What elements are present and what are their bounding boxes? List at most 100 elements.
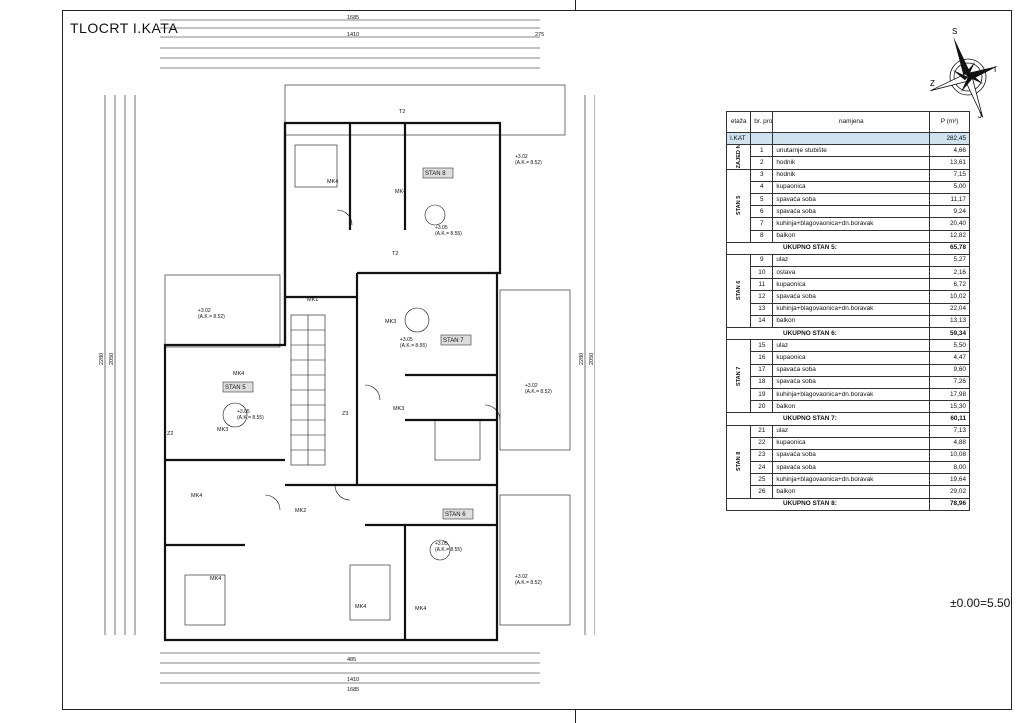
door-tag: T2 bbox=[392, 251, 398, 257]
compass-j: J bbox=[978, 111, 982, 120]
door-tag: MK4 bbox=[415, 606, 426, 612]
room-name: ulaz bbox=[772, 424, 931, 438]
level-mark-ak: (A.K.= 8.52) bbox=[525, 389, 552, 395]
room-name: kuhinja+blagovaonica+dn.boravak bbox=[772, 302, 931, 316]
group-name: STAN 5 bbox=[726, 169, 751, 243]
room-number: 14 bbox=[750, 314, 774, 329]
room-area: 13,13 bbox=[929, 314, 970, 329]
room-number: 5 bbox=[750, 192, 774, 207]
level-mark-ak: (A.K.= 8.52) bbox=[515, 580, 542, 586]
room-name: spavaća soba bbox=[772, 375, 931, 389]
room-name: unutarnje stubište bbox=[772, 144, 931, 158]
level-mark: +3.05 bbox=[435, 225, 448, 231]
room-number: 23 bbox=[750, 448, 774, 463]
room-area: 7,26 bbox=[929, 375, 970, 389]
dim-overall-top: 1685 bbox=[347, 15, 359, 21]
dim-inner-right: 2050 bbox=[589, 353, 595, 365]
room-area: 2,16 bbox=[929, 266, 970, 280]
room-name: balkon bbox=[772, 229, 931, 243]
room-area: 5,50 bbox=[929, 339, 970, 353]
room-area: 4,66 bbox=[929, 144, 970, 158]
drawing-frame bbox=[62, 10, 1012, 710]
dim-top-275: 275 bbox=[535, 32, 544, 38]
header-namjena: namjena bbox=[772, 111, 931, 133]
total-label: UKUPNO STAN 7: bbox=[725, 412, 931, 426]
total-row: UKUPNO STAN 5:65,78 bbox=[725, 241, 970, 255]
room-area: 5,00 bbox=[929, 180, 970, 194]
room-number: 17 bbox=[750, 363, 774, 377]
room-number: 13 bbox=[750, 302, 774, 316]
room-name: ostava bbox=[772, 266, 931, 280]
door-tag: MK4 bbox=[395, 189, 406, 195]
total-area: 78,96 bbox=[929, 497, 970, 511]
room-area: 9,24 bbox=[929, 205, 970, 219]
room-name: kuhinja+blagovaonica+dn.boravak bbox=[772, 473, 931, 487]
total-row: UKUPNO STAN 7:60,11 bbox=[725, 412, 970, 426]
room-area: 22,04 bbox=[929, 302, 970, 316]
room-number: 20 bbox=[750, 400, 774, 414]
floor-name: I.KAT bbox=[725, 131, 752, 146]
header-area: P (m²) bbox=[929, 111, 970, 133]
room-name: balkon bbox=[772, 485, 931, 499]
total-label: UKUPNO STAN 8: bbox=[725, 497, 931, 511]
room-name: kupaonica bbox=[772, 180, 931, 194]
level-mark: +3.05 bbox=[400, 337, 413, 343]
room-name: spavaća soba bbox=[772, 205, 931, 219]
room-name: ulaz bbox=[772, 253, 931, 268]
dim-overall-left: 2280 bbox=[99, 353, 105, 365]
header-etaza: etaža bbox=[725, 111, 752, 133]
level-mark-ak: (A.K.= 8.55) bbox=[435, 231, 462, 237]
level-mark: +3.02 bbox=[525, 383, 538, 389]
room-number: 15 bbox=[750, 339, 774, 353]
level-mark-ak: (A.K.= 8.55) bbox=[400, 343, 427, 349]
door-tag: T2 bbox=[399, 109, 405, 115]
compass-i: I bbox=[994, 65, 996, 74]
room-area-table: etaža br. prostorije namjena P (m²) I.KA… bbox=[725, 111, 970, 511]
header-br-prostorije: br. prostorije bbox=[750, 111, 774, 133]
room-area: 12,82 bbox=[929, 229, 970, 243]
room-area: 19,64 bbox=[929, 473, 970, 487]
door-tag: MK3 bbox=[385, 319, 396, 325]
door-tag: Z2 bbox=[167, 431, 173, 437]
elevation-note: ±0.00=5.50 bbox=[950, 596, 1011, 610]
room-number: 9 bbox=[750, 253, 774, 268]
room-area: 29,02 bbox=[929, 485, 970, 499]
room-number: 26 bbox=[750, 485, 774, 499]
table-cell bbox=[750, 131, 774, 146]
door-tag: MK2 bbox=[295, 508, 306, 514]
room-number: 16 bbox=[750, 351, 774, 365]
room-area: 20,40 bbox=[929, 217, 970, 231]
room-area: 10,08 bbox=[929, 448, 970, 463]
door-tag: MK3 bbox=[217, 427, 228, 433]
room-number: 19 bbox=[750, 387, 774, 402]
frame-divider bbox=[575, 0, 576, 10]
room-number: 21 bbox=[750, 424, 774, 438]
level-mark-ak: (A.K.= 8.55) bbox=[237, 415, 264, 421]
door-tag: MK4 bbox=[210, 576, 221, 582]
frame-divider bbox=[575, 710, 576, 723]
floor-plan: 1685 1410 275 485 1410 1685 2280 2050 22… bbox=[99, 15, 595, 693]
room-name: spavaća soba bbox=[772, 461, 931, 475]
room-name: kupaonica bbox=[772, 436, 931, 450]
apartment-label-stan5: STAN 5 bbox=[225, 385, 246, 391]
room-number: 25 bbox=[750, 473, 774, 487]
room-number: 4 bbox=[750, 180, 774, 194]
room-area: 6,72 bbox=[929, 278, 970, 292]
room-name: kuhinja+blagovaonica+dn.boravak bbox=[772, 217, 931, 231]
dim-overall-right: 2280 bbox=[579, 353, 585, 365]
